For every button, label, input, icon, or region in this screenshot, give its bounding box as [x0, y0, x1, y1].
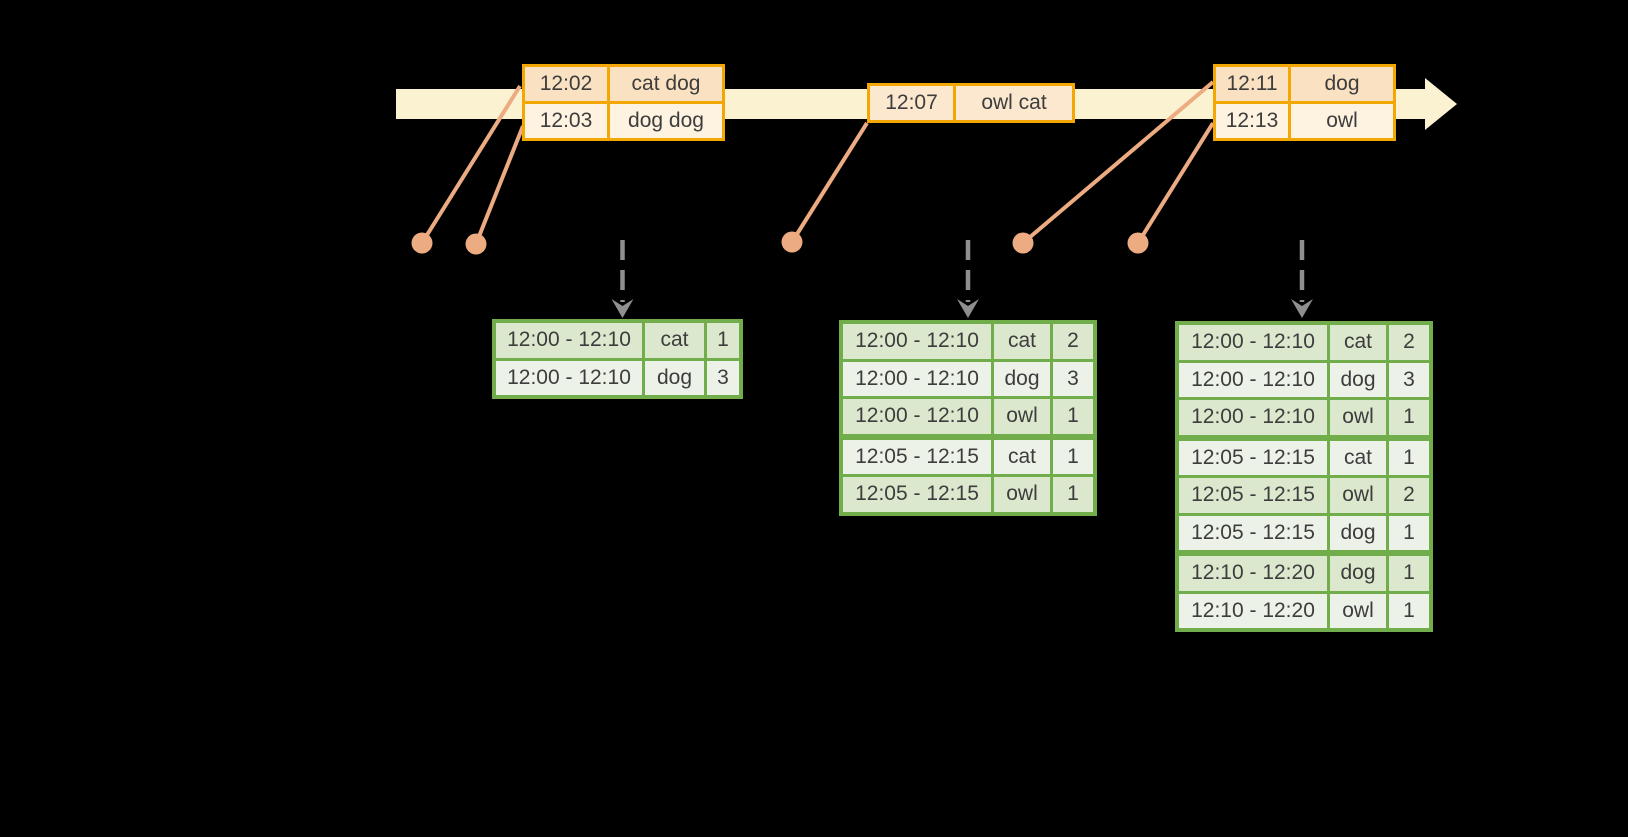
word-cell: dog: [645, 360, 704, 395]
event-dot: [1127, 232, 1149, 254]
event-time-cell: 12:13: [1216, 104, 1288, 138]
word-cell: owl: [994, 399, 1050, 434]
count-cell: 1: [1053, 439, 1093, 474]
window-cell: 12:05 - 12:15: [1179, 440, 1327, 475]
word-cell: owl: [1330, 593, 1386, 628]
window-cell: 12:10 - 12:20: [1179, 593, 1327, 628]
word-cell: owl: [1330, 400, 1386, 435]
event-words-cell: owl: [1291, 104, 1393, 138]
trigger-arrow-head: [957, 299, 979, 318]
count-cell: 1: [1389, 593, 1429, 628]
trigger-arrow-head: [1291, 299, 1313, 318]
window-cell: 12:05 - 12:15: [1179, 478, 1327, 513]
event-time-axis-arrowhead: [1425, 78, 1457, 130]
event-dot: [781, 231, 803, 253]
window-cell: 12:05 - 12:15: [843, 477, 991, 512]
window-cell: 12:00 - 12:10: [1179, 400, 1327, 435]
trigger-arrows: [611, 240, 1313, 318]
count-cell: 1: [1389, 515, 1429, 550]
window-cell: 12:05 - 12:15: [843, 439, 991, 474]
count-cell: 1: [1389, 440, 1429, 475]
window-cell: 12:00 - 12:10: [843, 361, 991, 396]
event-connector-line: [790, 121, 869, 244]
event-dot: [411, 232, 433, 254]
window-cell: 12:10 - 12:20: [1179, 556, 1327, 591]
word-cell: cat: [1330, 325, 1386, 360]
word-cell: dog: [994, 361, 1050, 396]
event-words-cell: cat dog: [610, 67, 722, 101]
window-cell: 12:00 - 12:10: [496, 360, 642, 395]
event-time-cell: 12:03: [525, 104, 607, 138]
window-cell: 12:00 - 12:10: [843, 399, 991, 434]
count-cell: 3: [1389, 362, 1429, 397]
word-cell: owl: [1330, 478, 1386, 513]
window-cell: 12:00 - 12:10: [1179, 325, 1327, 360]
word-cell: dog: [1330, 515, 1386, 550]
word-cell: dog: [1330, 556, 1386, 591]
event-time-cell: 12:07: [870, 86, 953, 120]
event-connector-line: [474, 125, 525, 245]
event-words-cell: dog: [1291, 67, 1393, 101]
count-cell: 2: [1389, 325, 1429, 360]
event-words-cell: dog dog: [610, 104, 722, 138]
count-cell: 2: [1053, 324, 1093, 359]
word-cell: owl: [994, 477, 1050, 512]
event-time-cell: 12:02: [525, 67, 607, 101]
count-cell: 3: [707, 360, 739, 395]
word-cell: cat: [994, 324, 1050, 359]
word-cell: cat: [645, 323, 704, 358]
count-cell: 1: [707, 323, 739, 358]
trigger-arrow-head: [611, 299, 634, 318]
event-dot: [1012, 232, 1034, 254]
event-time-cell: 12:11: [1216, 67, 1288, 101]
event-words-cell: owl cat: [956, 86, 1072, 120]
word-cell: cat: [1330, 440, 1386, 475]
count-cell: 1: [1053, 477, 1093, 512]
window-cell: 12:00 - 12:10: [1179, 362, 1327, 397]
count-cell: 2: [1389, 478, 1429, 513]
word-cell: cat: [994, 439, 1050, 474]
window-cell: 12:00 - 12:10: [496, 323, 642, 358]
window-cell: 12:05 - 12:15: [1179, 515, 1327, 550]
count-cell: 1: [1053, 399, 1093, 434]
event-connector-line: [1136, 121, 1215, 245]
count-cell: 3: [1053, 361, 1093, 396]
window-cell: 12:00 - 12:10: [843, 324, 991, 359]
count-cell: 1: [1389, 400, 1429, 435]
count-cell: 1: [1389, 556, 1429, 591]
event-dot: [465, 233, 487, 255]
word-cell: dog: [1330, 362, 1386, 397]
